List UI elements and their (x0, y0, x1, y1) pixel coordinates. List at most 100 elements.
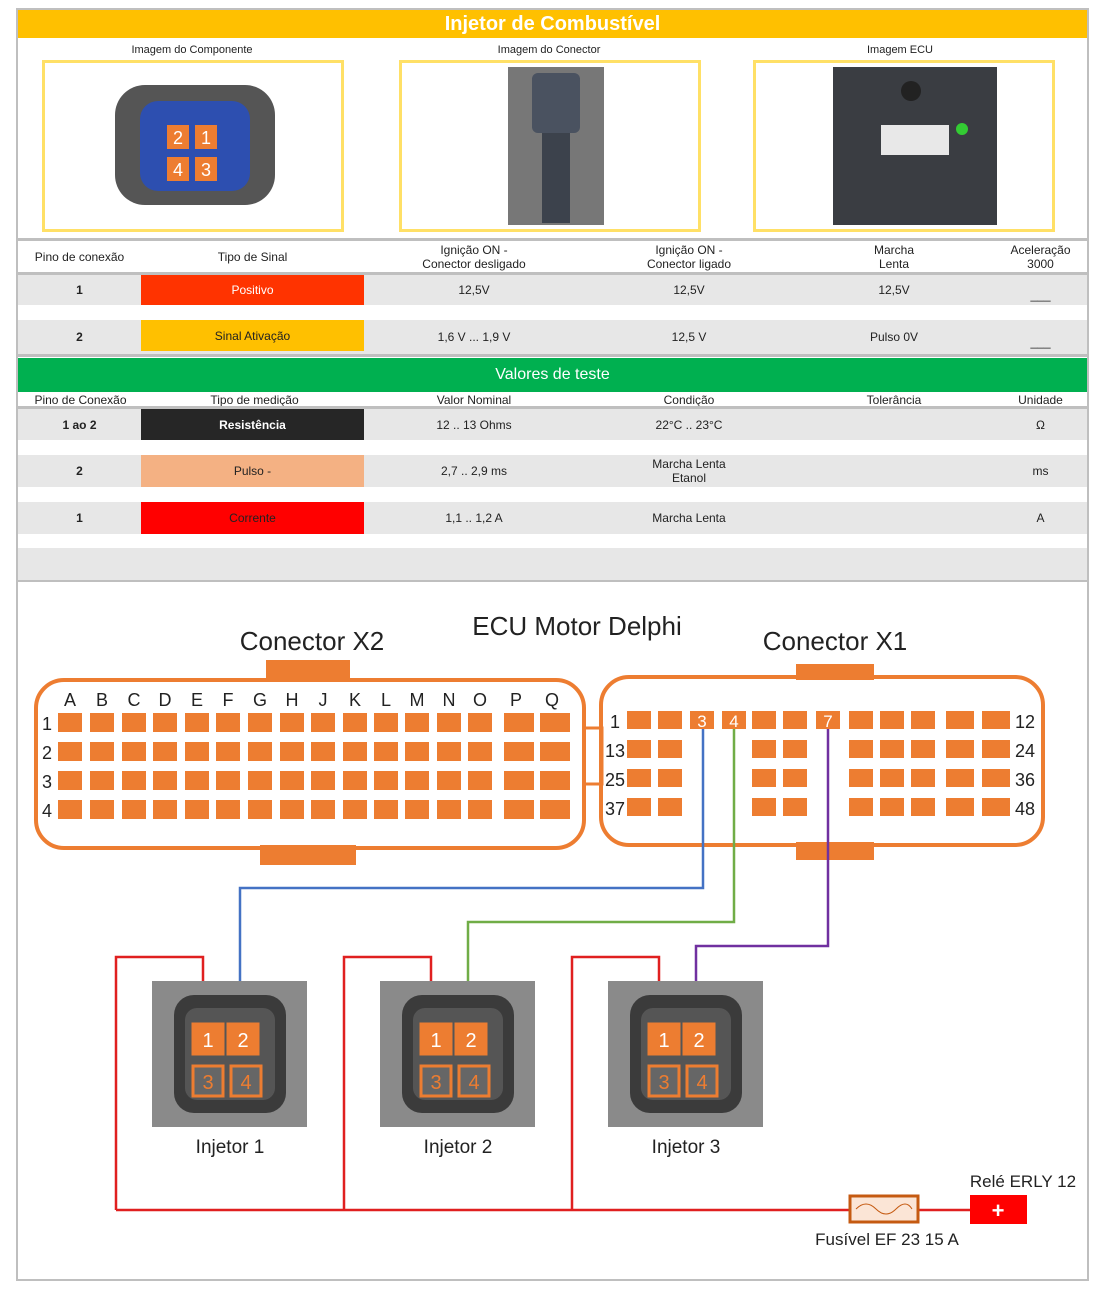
injector-pin-label: 2 (465, 1030, 476, 1052)
signal-type-cell: Positivo (141, 275, 364, 305)
signal-wire (466, 729, 736, 1030)
header-pin: Pino de conexão (34, 250, 125, 264)
x2-pin (153, 771, 177, 790)
x2-pin (504, 713, 534, 732)
x1-pin (627, 769, 651, 787)
x2-pin (122, 713, 146, 732)
x1-pin (849, 711, 873, 729)
x2-pin (216, 771, 240, 790)
injector-pin-label: 4 (240, 1072, 251, 1094)
x2-pin (248, 713, 272, 732)
header-tolerance: Tolerância (866, 392, 922, 407)
x1-title: Conector X1 (763, 626, 908, 656)
fuse-label: Fusível EF 23 15 A (815, 1230, 959, 1249)
x2-pin (374, 800, 398, 819)
divider (18, 272, 1087, 275)
x1-pin (752, 740, 776, 758)
injector-pin-label: 2 (693, 1030, 704, 1052)
x2-pin (343, 713, 367, 732)
x2-pin (185, 713, 209, 732)
x2-pin (248, 771, 272, 790)
relay: + Relé ERLY 12 (970, 1172, 1076, 1224)
relay-plus-icon: + (992, 1198, 1005, 1223)
ecu-image (753, 60, 1055, 232)
x2-pin (437, 800, 461, 819)
measure-type-cell: Resistência (141, 409, 364, 440)
x2-pin (90, 800, 114, 819)
header-nominal: Valor Nominal (436, 392, 512, 407)
x1-pin (658, 740, 682, 758)
x2-column-label: M (410, 690, 425, 710)
x1-right-label: 36 (1015, 770, 1035, 790)
x1-pin (982, 798, 1010, 816)
x1-pin (816, 711, 840, 729)
pin-label: 2 (173, 128, 183, 148)
pin-cell: 1 (76, 511, 83, 525)
x2-pin (343, 771, 367, 790)
x1-right-label: 24 (1015, 741, 1035, 761)
x2-row-label: 1 (42, 714, 52, 734)
signal-type-cell: Sinal Ativação (141, 320, 364, 351)
nominal-cell: 2,7 .. 2,9 ms (440, 464, 508, 478)
x2-pin (280, 742, 304, 761)
x1-pin (911, 740, 935, 758)
x2-pin (185, 742, 209, 761)
pin-cell: 2 (76, 464, 83, 478)
x2-column-label: E (191, 690, 203, 710)
empty-row (18, 548, 1087, 580)
x2-pin (280, 771, 304, 790)
x1-pin (880, 711, 904, 729)
x2-column-label: O (473, 690, 487, 710)
relay-label: Relé ERLY 12 (970, 1172, 1076, 1191)
x2-pin (504, 800, 534, 819)
ecu-image-label: Imagem ECU (866, 44, 934, 56)
x2-pin (280, 800, 304, 819)
x2-pin (343, 742, 367, 761)
x2-column-label: A (64, 690, 76, 710)
x2-pin (216, 800, 240, 819)
x1-marked-pin-label: 7 (823, 712, 832, 731)
header-ign-off: Ignição ON - Conector desligado (422, 243, 526, 271)
injector-pin-label: 3 (202, 1072, 213, 1094)
x2-pin (405, 800, 429, 819)
header-measure-type: Tipo de medição (210, 392, 299, 407)
injector-pin-label: 4 (696, 1072, 707, 1094)
x1-right-label: 48 (1015, 799, 1035, 819)
test-row: 1 Corrente 1,1 .. 1,2 A Marcha Lenta A (18, 502, 1087, 534)
x1-pin (982, 711, 1010, 729)
accel-cell: ___ (1030, 288, 1051, 302)
condition-cell: Marcha Lenta (652, 511, 726, 525)
x2-pin (540, 800, 570, 819)
x2-pin (311, 800, 335, 819)
injector-pin-label: 4 (468, 1072, 479, 1094)
connector-image (399, 60, 701, 232)
x1-right-label: 12 (1015, 712, 1035, 732)
x2-pin (468, 742, 492, 761)
x1-pin (880, 769, 904, 787)
x2-pin (311, 742, 335, 761)
x1-pin (849, 740, 873, 758)
x1-pin (946, 798, 974, 816)
x2-column-label: H (286, 690, 299, 710)
x2-pin (374, 713, 398, 732)
unit-cell: Ω (1036, 417, 1045, 432)
x2-pin (343, 800, 367, 819)
x1-left-label: 13 (605, 741, 625, 761)
x2-pin (311, 771, 335, 790)
x2-pin (468, 771, 492, 790)
test-values-title: Valores de teste (18, 358, 1087, 392)
x2-title: Conector X2 (240, 626, 385, 656)
x2-column-label: L (381, 690, 391, 710)
x1-marked-pin-label: 4 (729, 712, 738, 731)
x1-pin (880, 798, 904, 816)
x2-pin (58, 742, 82, 761)
injector-pin-label: 2 (237, 1030, 248, 1052)
x2-column-label: K (349, 690, 361, 710)
signal-row: 2 Sinal Ativação 1,6 V ... 1,9 V 12,5 V … (18, 320, 1087, 354)
idle-cell: 12,5V (878, 283, 910, 297)
measure-type-cell: Corrente (141, 502, 364, 534)
